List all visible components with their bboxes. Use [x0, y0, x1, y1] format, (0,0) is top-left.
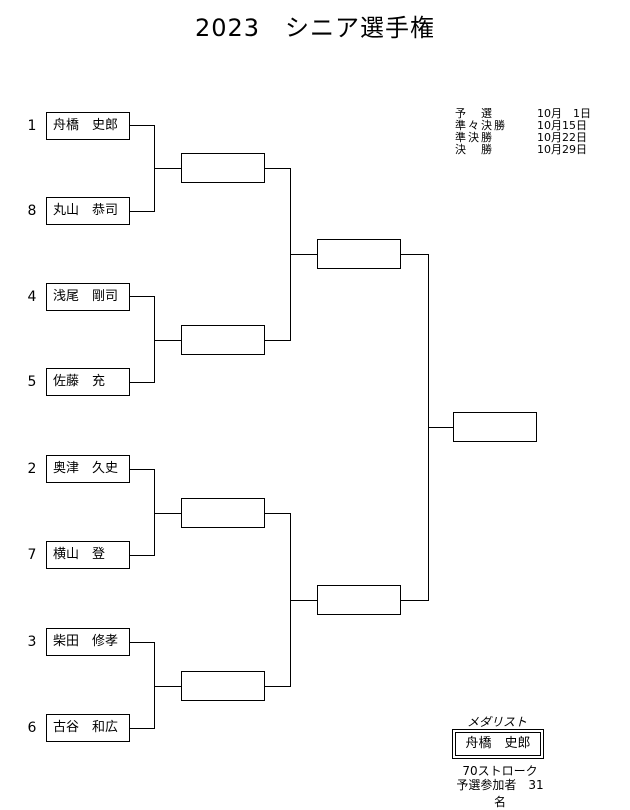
schedule-row: 決 勝 10月29日	[455, 144, 591, 156]
player-box: 古谷 和広	[46, 714, 130, 742]
bracket-line	[154, 513, 181, 514]
bracket-line	[130, 469, 154, 470]
schedule-row: 準決勝 10月22日	[455, 132, 591, 144]
bracket-line	[130, 125, 154, 126]
bracket-line	[130, 555, 154, 556]
seed-number: 1	[27, 118, 37, 134]
page-title: 2023 シニア選手権	[194, 14, 436, 42]
bracket-line	[154, 296, 155, 383]
seed-number: 3	[27, 634, 37, 650]
round-date: 10月29日	[537, 143, 587, 156]
medalist-name-box: 舟橋 史郎	[452, 729, 544, 759]
bracket-line	[154, 686, 181, 687]
bracket-line	[154, 340, 181, 341]
medalist-score: 70ストローク	[462, 764, 538, 778]
bracket-line	[130, 211, 154, 212]
player-box: 奥津 久史	[46, 455, 130, 483]
round-label: 準々決勝	[455, 119, 507, 132]
bracket-line	[290, 254, 317, 255]
round-date: 10月22日	[537, 131, 587, 144]
semifinal-result-box	[317, 239, 401, 269]
bracket-line	[130, 382, 154, 383]
bracket-line	[265, 686, 290, 687]
player-box: 舟橋 史郎	[46, 112, 130, 140]
round-label: 準決勝	[455, 131, 494, 144]
bracket-line	[428, 427, 453, 428]
quarterfinal-result-box	[181, 325, 265, 355]
medalist-label: メダリスト	[466, 715, 527, 729]
seed-number: 7	[27, 547, 37, 563]
quarterfinal-result-box	[181, 498, 265, 528]
bracket-line	[154, 469, 155, 556]
quarterfinal-result-box	[181, 153, 265, 183]
round-label: 決 勝	[455, 143, 494, 156]
quarterfinal-result-box	[181, 671, 265, 701]
bracket-line	[290, 600, 317, 601]
bracket-line	[265, 513, 290, 514]
player-box: 佐藤 充	[46, 368, 130, 396]
bracket-line	[130, 296, 154, 297]
bracket-line	[265, 340, 290, 341]
bracket-line	[154, 168, 181, 169]
semifinal-result-box	[317, 585, 401, 615]
qualifier-count: 予選参加者 31名	[456, 778, 544, 809]
bracket-line	[130, 728, 154, 729]
champion-box	[453, 412, 537, 442]
round-date: 10月15日	[537, 119, 587, 132]
schedule-row: 予 選 10月 1日	[455, 108, 591, 120]
bracket-line	[265, 168, 290, 169]
seed-number: 2	[27, 461, 37, 477]
round-label: 予 選	[455, 107, 494, 120]
bracket-line	[154, 642, 155, 729]
seed-number: 4	[27, 289, 37, 305]
seed-number: 5	[27, 374, 37, 390]
schedule-row: 準々決勝 10月15日	[455, 120, 591, 132]
round-date: 10月 1日	[537, 107, 591, 120]
seed-number: 8	[27, 203, 37, 219]
player-box: 浅尾 剛司	[46, 283, 130, 311]
bracket-line	[130, 642, 154, 643]
player-box: 柴田 修孝	[46, 628, 130, 656]
schedule-list: 予 選 10月 1日 準々決勝 10月15日 準決勝 10月22日 決 勝 10…	[455, 108, 591, 156]
seed-number: 6	[27, 720, 37, 736]
player-box: 横山 登	[46, 541, 130, 569]
bracket-line	[401, 254, 428, 255]
player-box: 丸山 恭司	[46, 197, 130, 225]
medalist-name: 舟橋 史郎	[465, 736, 531, 751]
bracket-line	[401, 600, 428, 601]
